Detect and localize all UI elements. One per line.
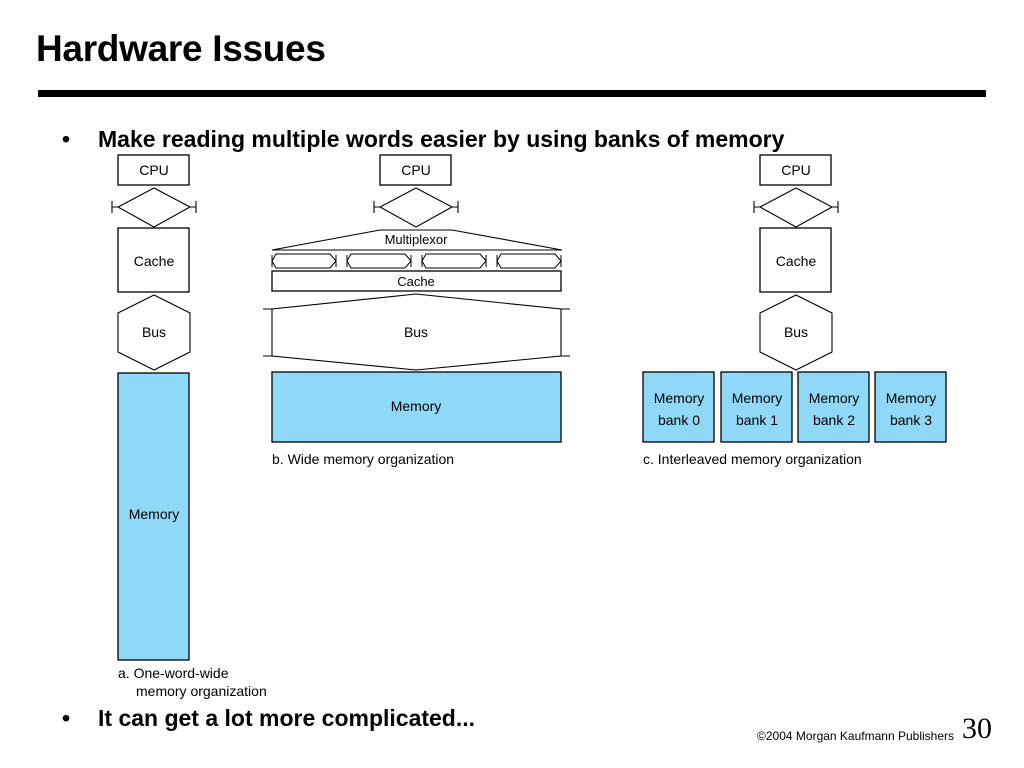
b-cpu-mux-connector	[378, 187, 454, 228]
memory-bank-3	[874, 371, 947, 443]
b-cpu-box	[379, 154, 452, 186]
b-cache-label: Cache	[397, 274, 435, 289]
a-caption-line2: memory organization	[136, 683, 267, 699]
c-cache-box	[759, 227, 832, 293]
copyright-footer: ©2004 Morgan Kaufmann Publishers	[757, 729, 954, 743]
a-cache-box	[117, 227, 190, 293]
b-memory-label: Memory	[391, 398, 442, 414]
a-connector-ticks	[111, 201, 197, 213]
c-bus-shape	[759, 294, 833, 371]
title-divider	[38, 90, 986, 97]
b-caption: b. Wide memory organization	[272, 451, 454, 467]
bank-0-line2: bank 0	[658, 412, 700, 428]
a-caption-line1: a. One-word-wide	[118, 665, 229, 681]
b-bus-label: Bus	[404, 324, 428, 340]
bullet-marker: •	[62, 705, 71, 731]
b-bus-ticks	[263, 308, 570, 357]
multiplexor-shape	[271, 229, 563, 251]
memory-bank-2	[797, 371, 870, 443]
b-cpu-label: CPU	[401, 162, 431, 178]
b-connector-ticks	[373, 201, 459, 213]
bank-2-line2: bank 2	[813, 412, 855, 428]
c-cpu-cache-connector	[758, 187, 834, 228]
page-number: 30	[962, 712, 992, 745]
bank-3-line1: Memory	[886, 390, 937, 406]
c-caption: c. Interleaved memory organization	[643, 451, 862, 467]
c-cpu-label: CPU	[781, 162, 811, 178]
b-memory-box	[271, 371, 562, 443]
bank-3-line2: bank 3	[890, 412, 932, 428]
slide-title: Hardware Issues	[36, 28, 326, 69]
a-memory-box	[117, 372, 190, 661]
bullet-text: It can get a lot more complicated...	[98, 705, 476, 731]
mux-connector-ticks	[271, 255, 562, 267]
a-bus-label: Bus	[142, 324, 166, 340]
memory-bank-0	[642, 371, 715, 443]
diagram-b: CPU Multiplexor Cache Bus Memory b. Wide…	[263, 154, 570, 467]
c-connector-ticks	[753, 201, 839, 213]
mux-cache-connectors	[271, 253, 562, 269]
a-cache-label: Cache	[134, 253, 175, 269]
a-cpu-box	[117, 154, 190, 186]
c-cpu-box	[759, 154, 832, 186]
a-cpu-label: CPU	[139, 162, 169, 178]
bank-1-line2: bank 1	[736, 412, 778, 428]
bank-2-line1: Memory	[809, 390, 860, 406]
c-bus-label: Bus	[784, 324, 808, 340]
bank-1-line1: Memory	[732, 390, 783, 406]
a-bus-shape	[117, 294, 191, 371]
memory-bank-1	[720, 371, 793, 443]
diagram-a: CPU Cache Bus Memory a. One-word-wide me…	[111, 154, 267, 699]
diagram-c: CPU Cache Bus Memory bank 0 Memory bank …	[642, 154, 947, 467]
bullet-text: Make reading multiple words easier by us…	[98, 126, 785, 152]
b-cache-box	[271, 270, 562, 292]
a-memory-label: Memory	[129, 506, 180, 522]
bullet-marker: •	[62, 126, 71, 152]
bank-0-line1: Memory	[654, 390, 705, 406]
c-cache-label: Cache	[776, 253, 817, 269]
a-cpu-cache-connector	[116, 187, 192, 228]
multiplexor-label: Multiplexor	[385, 232, 449, 247]
